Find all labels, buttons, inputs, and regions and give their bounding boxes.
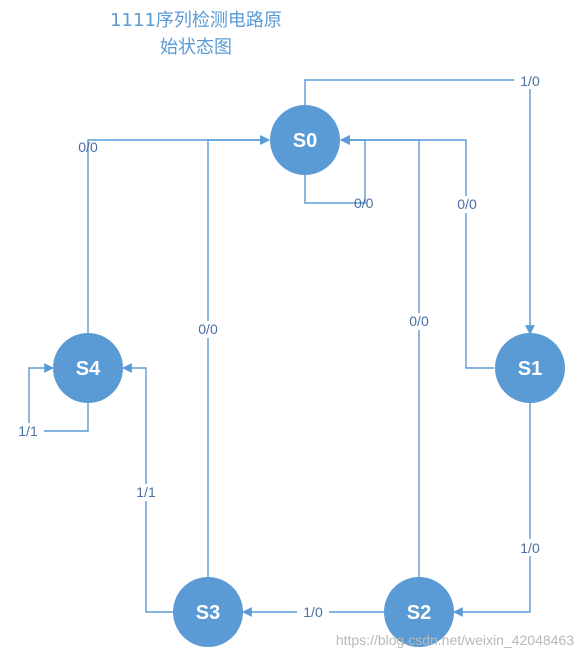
edge-labels: 1/0 0/0 0/0 1/0 0/0 1/0 0/0 1/1 0/0 1/1 (12, 72, 546, 621)
state-node-s1: S1 (495, 333, 565, 403)
label-s3-to-s4: 1/1 (136, 484, 156, 500)
edge-s1-to-s0 (340, 135, 494, 369)
state-node-s0: S0 (270, 105, 340, 175)
edge-s2-to-s0 (340, 135, 420, 578)
state-node-s3: S3 (173, 577, 243, 647)
label-s1-to-s0: 0/0 (457, 196, 477, 212)
diagram-title-line-2: 始状态图 (160, 37, 232, 58)
watermark-text: https://blog.csdn.net/weixin_42048463 (336, 632, 574, 648)
state-label-s0: S0 (293, 130, 317, 152)
label-s2-to-s0: 0/0 (409, 313, 429, 329)
label-s1-to-s2: 1/0 (520, 540, 540, 556)
label-s2-to-s3: 1/0 (303, 604, 323, 620)
label-s0-self-loop: 0/0 (354, 195, 374, 211)
label-s4-self-loop: 1/1 (18, 423, 38, 439)
edge-s4-to-s0 (87, 135, 270, 334)
state-label-s2: S2 (407, 602, 431, 624)
label-s3-to-s0: 0/0 (198, 321, 218, 337)
label-s0-to-s1: 1/0 (520, 73, 540, 89)
edge-s3-to-s0 (207, 135, 270, 578)
state-label-s1: S1 (518, 358, 542, 380)
label-s4-to-s0: 0/0 (78, 139, 98, 155)
state-label-s4: S4 (76, 358, 101, 380)
state-node-s2: S2 (384, 577, 454, 647)
state-label-s3: S3 (196, 602, 220, 624)
edge-s1-to-s2 (453, 402, 531, 617)
state-node-s4: S4 (53, 333, 123, 403)
edge-s0-to-s1 (304, 79, 535, 335)
diagram-title-line-1: 1111序列检测电路原 (110, 10, 282, 31)
